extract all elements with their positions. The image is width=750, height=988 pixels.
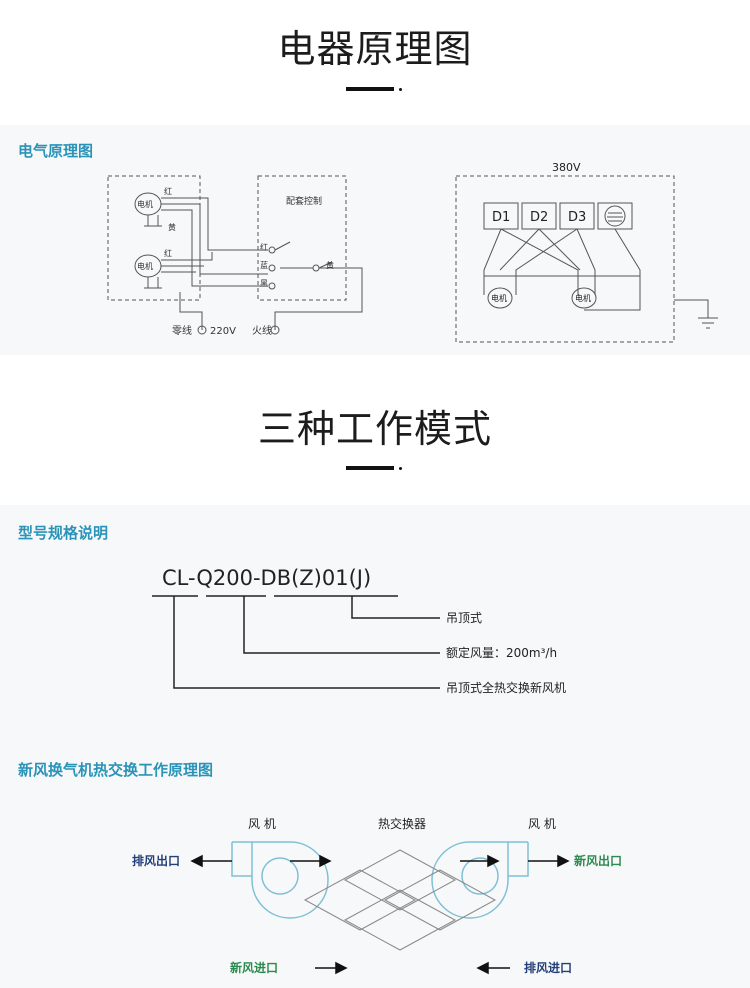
motor-symbol-4 (571, 287, 597, 309)
fresh-inlet-label: 新风进口 (230, 960, 278, 975)
note-ceiling-erv: 吊顶式全热交换新风机 (446, 680, 566, 695)
left-fan-housing (232, 841, 329, 919)
right-fan-impeller (461, 857, 499, 895)
three-phase-schematic: 380V D1 D2 D3 电机 电机 (455, 161, 718, 343)
control-box-label: 配套控制 (286, 195, 322, 207)
voltage-label: 220V (210, 326, 236, 337)
section-title-electrical: 电器原理图 (277, 27, 473, 71)
subtitle-model-spec: 型号规格说明 (18, 524, 109, 542)
motor-label-2: 电机 (137, 261, 153, 271)
title-underline-dot-2 (399, 467, 402, 470)
d3-label: D3 (568, 210, 586, 225)
switch-terminal (597, 202, 633, 230)
fresh-outlet-label: 新风出口 (574, 853, 622, 868)
motor-label-1: 电机 (137, 199, 153, 209)
model-spec-panel (0, 505, 750, 988)
exhaust-inlet-label: 排风进口 (524, 960, 572, 975)
subtitle-heat-exchange: 新风换气机热交换工作原理图 (18, 761, 214, 779)
subtitle-electrical: 电气原理图 (18, 142, 94, 160)
ground-icon (674, 299, 718, 329)
model-code-callouts: 吊顶式 额定风量：200m³/h 吊顶式全热交换新风机 (152, 595, 566, 695)
switch-yellow-label: 黄 (326, 260, 334, 270)
title-underline-2 (346, 466, 394, 470)
exhaust-outlet-label: 排风出口 (132, 853, 180, 868)
live-label: 火线 (252, 324, 272, 337)
wire-red-label: 红 (164, 186, 172, 196)
right-fan-label: 风 机 (528, 817, 556, 831)
switch-blue-label: 蓝 (260, 260, 268, 270)
left-fan-impeller (261, 857, 299, 895)
d2-label: D2 (530, 210, 548, 225)
voltage-380-label: 380V (552, 161, 581, 174)
motor-symbol-3 (487, 287, 513, 309)
right-fan-housing (431, 841, 528, 919)
motor-label-3: 电机 (491, 293, 507, 303)
section-title-modes: 三种工作模式 (257, 407, 492, 451)
wire-red-label-2: 红 (164, 248, 172, 258)
note-rated-airflow: 额定风量：200m³/h (446, 645, 557, 660)
note-ceiling-type: 吊顶式 (446, 611, 482, 625)
single-phase-schematic: 电机 电机 红 红 黄 红 蓝 黑 黄 配套控制 零线 220V 火线 (107, 175, 363, 337)
switch-red-label: 红 (260, 242, 268, 252)
exchanger-label: 热交换器 (378, 816, 426, 831)
heat-exchange-diagram: 风 机 热交换器 风 机 排风出口 新风出口 新风进口 排风进口 (132, 816, 622, 975)
switch-icon (604, 205, 626, 227)
motor-label-4: 电机 (575, 293, 591, 303)
control-enclosure (257, 175, 347, 301)
left-fan-label: 风 机 (248, 817, 276, 831)
wire-yellow-label: 黄 (168, 222, 176, 232)
electrical-diagram-panel (0, 125, 750, 355)
title-underline-dot (399, 88, 402, 91)
neutral-label: 零线 (172, 324, 192, 337)
title-underline (346, 87, 394, 91)
three-phase-enclosure (455, 175, 675, 343)
switch-black-label: 黑 (260, 279, 268, 288)
model-code: CL-Q200-DB(Z)01(J) (162, 566, 372, 590)
d1-label: D1 (492, 210, 510, 225)
